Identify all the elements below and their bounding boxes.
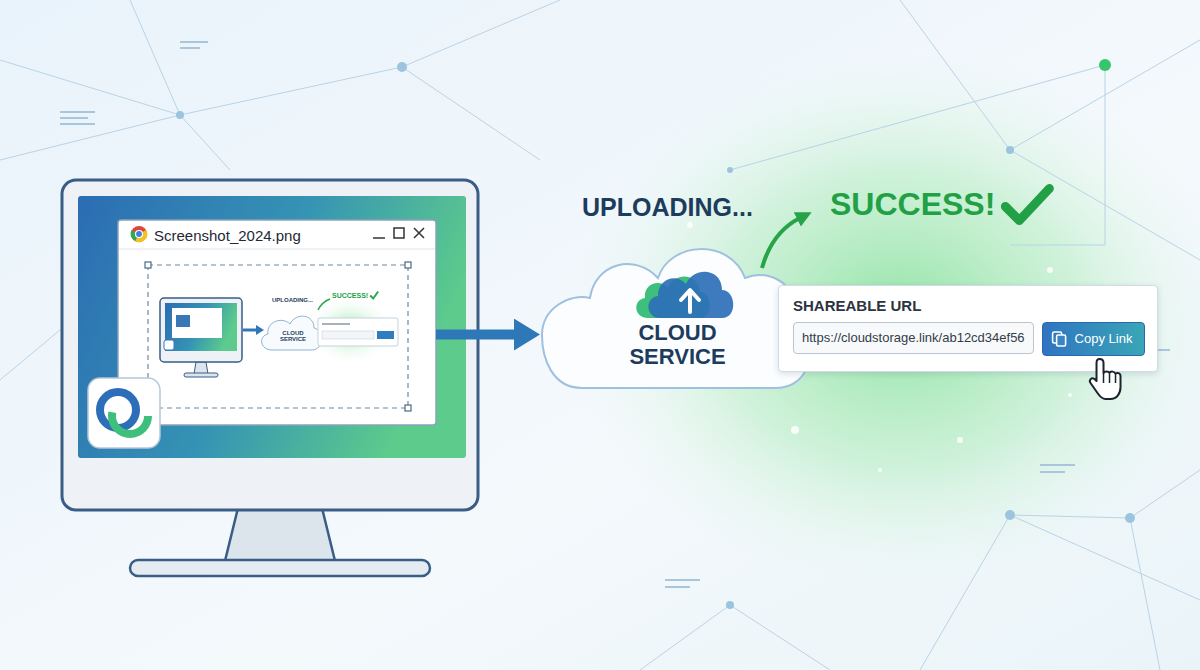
- node-text: Screenshot_2024.png: [154, 227, 301, 244]
- node-text: Copy Link: [1075, 331, 1133, 347]
- app-window-frame: [118, 220, 436, 425]
- share-panel: SHAREABLE URL https://cloudstorage.link/a…: [778, 285, 1158, 372]
- cloud-upload-icon: [636, 272, 733, 318]
- network-dots: [176, 62, 1135, 609]
- network-dot: [1099, 59, 1111, 71]
- status-label: UPLOADING...: [582, 193, 753, 222]
- node-text: https://cloudstorage.link/ab12cd34ef56: [802, 330, 1025, 346]
- flow-arrow: [436, 330, 518, 340]
- node-text: CLOUD SERVICE: [615, 321, 740, 369]
- deco-bars: [60, 42, 1170, 587]
- thumbnail-label: UPLOADING...: [272, 297, 313, 303]
- thumbnail-label: SUCCESS!: [332, 292, 368, 299]
- monitor: [62, 180, 478, 576]
- copy-icon: [1053, 332, 1066, 346]
- status-label: SUCCESS!: [830, 186, 995, 223]
- app-icon: [88, 378, 160, 448]
- mini-diagram: [145, 262, 411, 411]
- thumbnail-label: CLOUD SERVICE: [271, 330, 315, 342]
- copy-link-button: Copy Link: [1042, 322, 1146, 356]
- app-window: Screenshot_2024.png: [118, 220, 436, 425]
- cloud-service: CLOUD SERVICE: [540, 223, 815, 403]
- node-text: SHAREABLE URL: [793, 297, 921, 314]
- hand-cursor: [1090, 359, 1121, 399]
- check-mark: [1005, 189, 1049, 221]
- cloud-outline: [540, 223, 815, 403]
- url-field: https://cloudstorage.link/ab12cd34ef56: [793, 322, 1034, 354]
- success-arrow: [762, 218, 800, 268]
- cloud-shape: [542, 249, 809, 388]
